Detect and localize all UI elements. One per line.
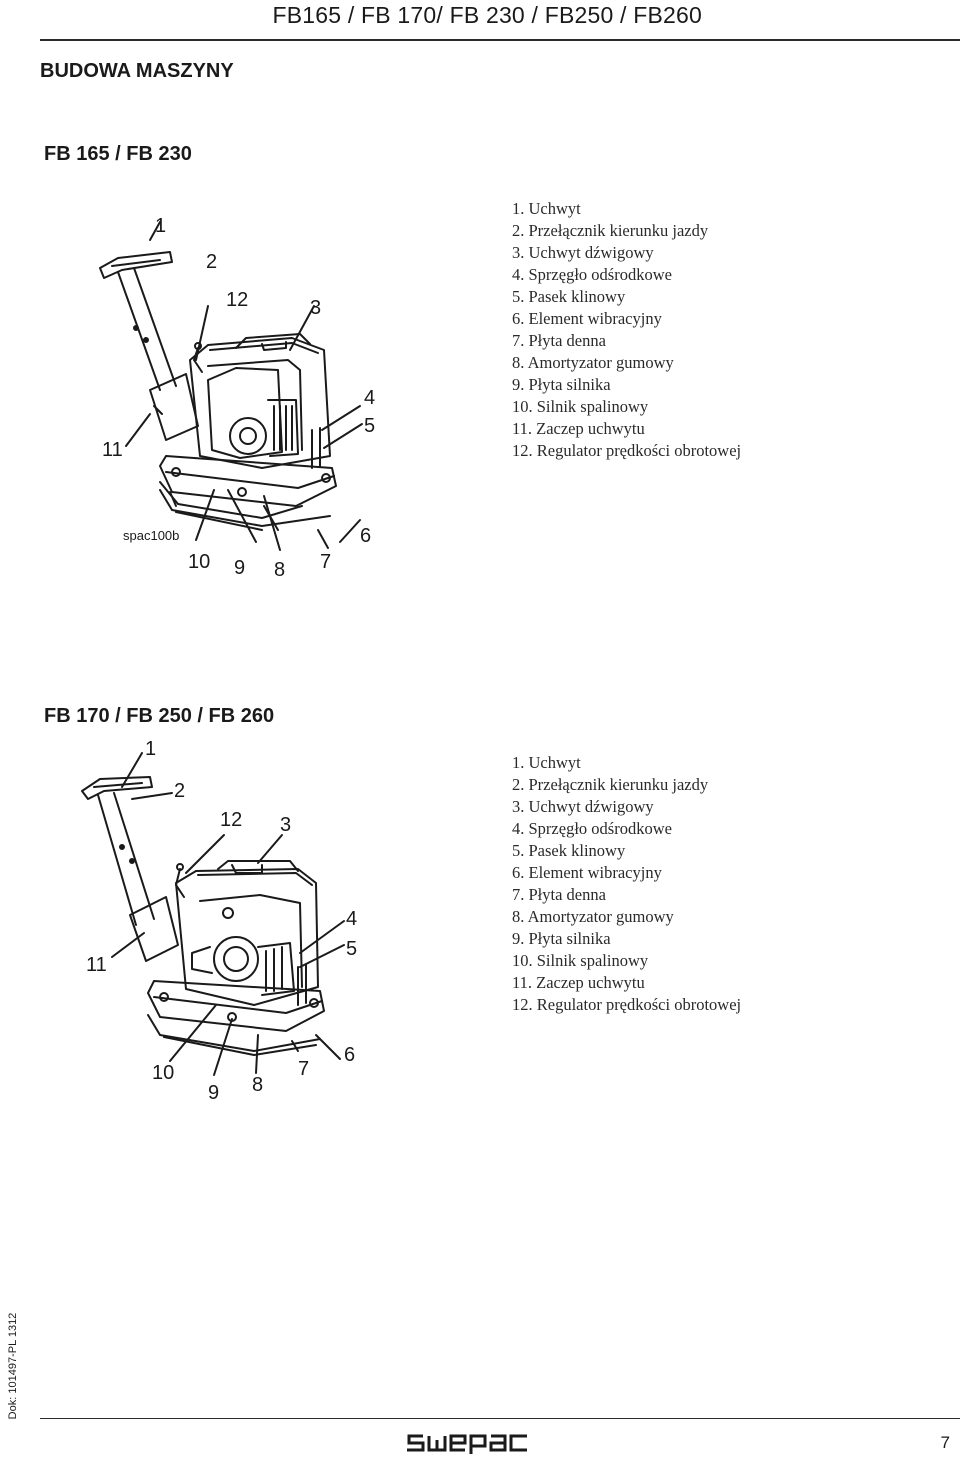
list-item: 4. Sprzęgło odśrodkowe	[512, 819, 672, 838]
list-item: 5. Pasek klinowy	[512, 841, 626, 860]
machine-diagram-fb165: 1 2 12 3 4 5 11 6 10 9 8 7	[99, 215, 375, 581]
list-item: 5. Pasek klinowy	[512, 287, 626, 306]
callout-12: 12	[226, 289, 248, 311]
callout-3: 3	[310, 297, 321, 319]
callout-1: 1	[145, 738, 156, 760]
callout-6: 6	[344, 1044, 355, 1066]
list-item: 6. Element wibracyjny	[512, 863, 662, 882]
callout-5: 5	[346, 938, 357, 960]
image-code: spac100b	[123, 528, 180, 543]
parts-list-fb165: 1. Uchwyt 2. Przełącznik kierunku jazdy …	[512, 198, 741, 462]
list-item: 2. Przełącznik kierunku jazdy	[512, 775, 709, 794]
parts-list-fb170: 1. Uchwyt 2. Przełącznik kierunku jazdy …	[512, 752, 741, 1016]
callout-2: 2	[206, 251, 217, 273]
callout-11: 11	[102, 439, 123, 461]
list-item: 6. Element wibracyjny	[512, 309, 662, 328]
model-title-fb170-fb250-fb260: FB 170 / FB 250 / FB 260	[44, 705, 275, 727]
list-item: 7. Płyta denna	[512, 885, 606, 904]
list-item: 2. Przełącznik kierunku jazdy	[512, 221, 709, 240]
document-id: Dok: 101497-PL 1312	[7, 1312, 19, 1420]
list-item: 1. Uchwyt	[512, 753, 581, 772]
list-item: 8. Amortyzator gumowy	[512, 353, 674, 372]
callout-3: 3	[280, 814, 291, 836]
callout-8: 8	[274, 559, 285, 581]
callout-11: 11	[86, 954, 107, 976]
list-item: 8. Amortyzator gumowy	[512, 907, 674, 926]
callout-10: 10	[188, 551, 210, 573]
callout-2: 2	[174, 780, 185, 802]
list-item: 10. Silnik spalinowy	[512, 397, 649, 416]
callout-7: 7	[320, 551, 331, 573]
callout-4: 4	[364, 387, 375, 409]
callout-9: 9	[234, 557, 245, 579]
model-title-fb165-fb230: FB 165 / FB 230	[44, 143, 192, 165]
list-item: 10. Silnik spalinowy	[512, 951, 649, 970]
page-header-title: FB165 / FB 170/ FB 230 / FB250 / FB260	[272, 2, 702, 28]
callout-9: 9	[208, 1082, 219, 1104]
callout-10: 10	[152, 1062, 174, 1084]
list-item: 3. Uchwyt dźwigowy	[512, 243, 654, 262]
callout-1: 1	[155, 215, 166, 237]
list-item: 9. Płyta silnika	[512, 375, 611, 394]
callout-4: 4	[346, 908, 357, 930]
list-item: 1. Uchwyt	[512, 199, 581, 218]
list-item: 11. Zaczep uchwytu	[512, 973, 645, 992]
list-item: 7. Płyta denna	[512, 331, 606, 350]
list-item: 12. Regulator prędkości obrotowej	[512, 441, 742, 460]
callout-7: 7	[298, 1058, 309, 1080]
swepac-logo: swepac	[407, 1434, 527, 1454]
callout-6: 6	[360, 525, 371, 547]
page-number: 7	[940, 1433, 950, 1452]
section-title: BUDOWA MASZYNY	[40, 60, 234, 82]
footer-divider	[40, 1418, 960, 1419]
list-item: 3. Uchwyt dźwigowy	[512, 797, 654, 816]
list-item: 9. Płyta silnika	[512, 929, 611, 948]
callout-5: 5	[364, 415, 375, 437]
list-item: 12. Regulator prędkości obrotowej	[512, 995, 742, 1014]
list-item: 4. Sprzęgło odśrodkowe	[512, 265, 672, 284]
header-divider	[40, 39, 960, 41]
callout-8: 8	[252, 1074, 263, 1096]
callout-12: 12	[220, 809, 242, 831]
list-item: 11. Zaczep uchwytu	[512, 419, 645, 438]
machine-diagram-fb170: 1 2 12 3 4 5 11 6 10 9 8 7	[81, 738, 357, 1104]
